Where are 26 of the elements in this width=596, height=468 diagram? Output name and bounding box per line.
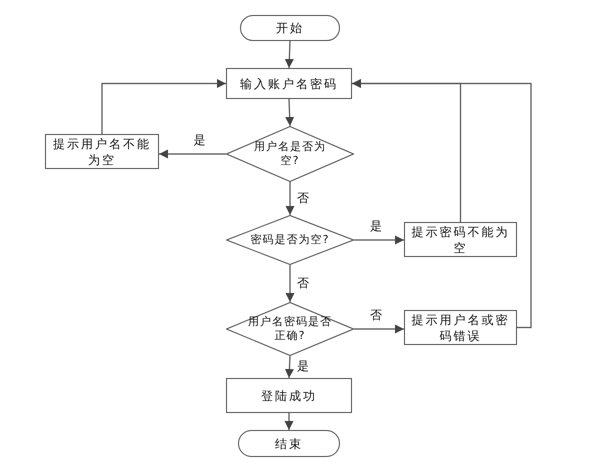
arrow xyxy=(352,79,532,328)
arrow xyxy=(286,182,294,215)
arrow xyxy=(284,356,294,378)
arrow xyxy=(285,98,294,126)
decision-diamond: 用户名是否为空? xyxy=(226,126,354,182)
edge-label: 否 xyxy=(296,274,310,292)
decision-diamond: 密码是否为空? xyxy=(226,215,354,265)
edge-label: 是 xyxy=(369,218,383,235)
arrow xyxy=(354,324,404,334)
edge-label: 否 xyxy=(296,190,310,206)
arrow xyxy=(286,265,294,302)
end-terminal: 结束 xyxy=(238,430,340,457)
process-box: 提示用户名不能为空 xyxy=(45,134,159,169)
edge-label: 是 xyxy=(296,358,310,375)
process-box: 登陆成功 xyxy=(226,378,352,413)
start-terminal: 开始 xyxy=(240,15,340,41)
decision-diamond: 用户名密码是否正确? xyxy=(226,302,354,356)
arrow xyxy=(101,79,226,134)
edge-label: 是 xyxy=(192,132,206,149)
arrow xyxy=(284,413,294,430)
arrow xyxy=(159,150,226,158)
process-box: 提示用户名或密码错误 xyxy=(404,310,517,345)
arrow xyxy=(354,236,404,244)
process-box: 输入账户名密码 xyxy=(226,68,352,99)
process-box: 提示密码不能为空 xyxy=(404,222,517,257)
arrow xyxy=(284,40,294,68)
